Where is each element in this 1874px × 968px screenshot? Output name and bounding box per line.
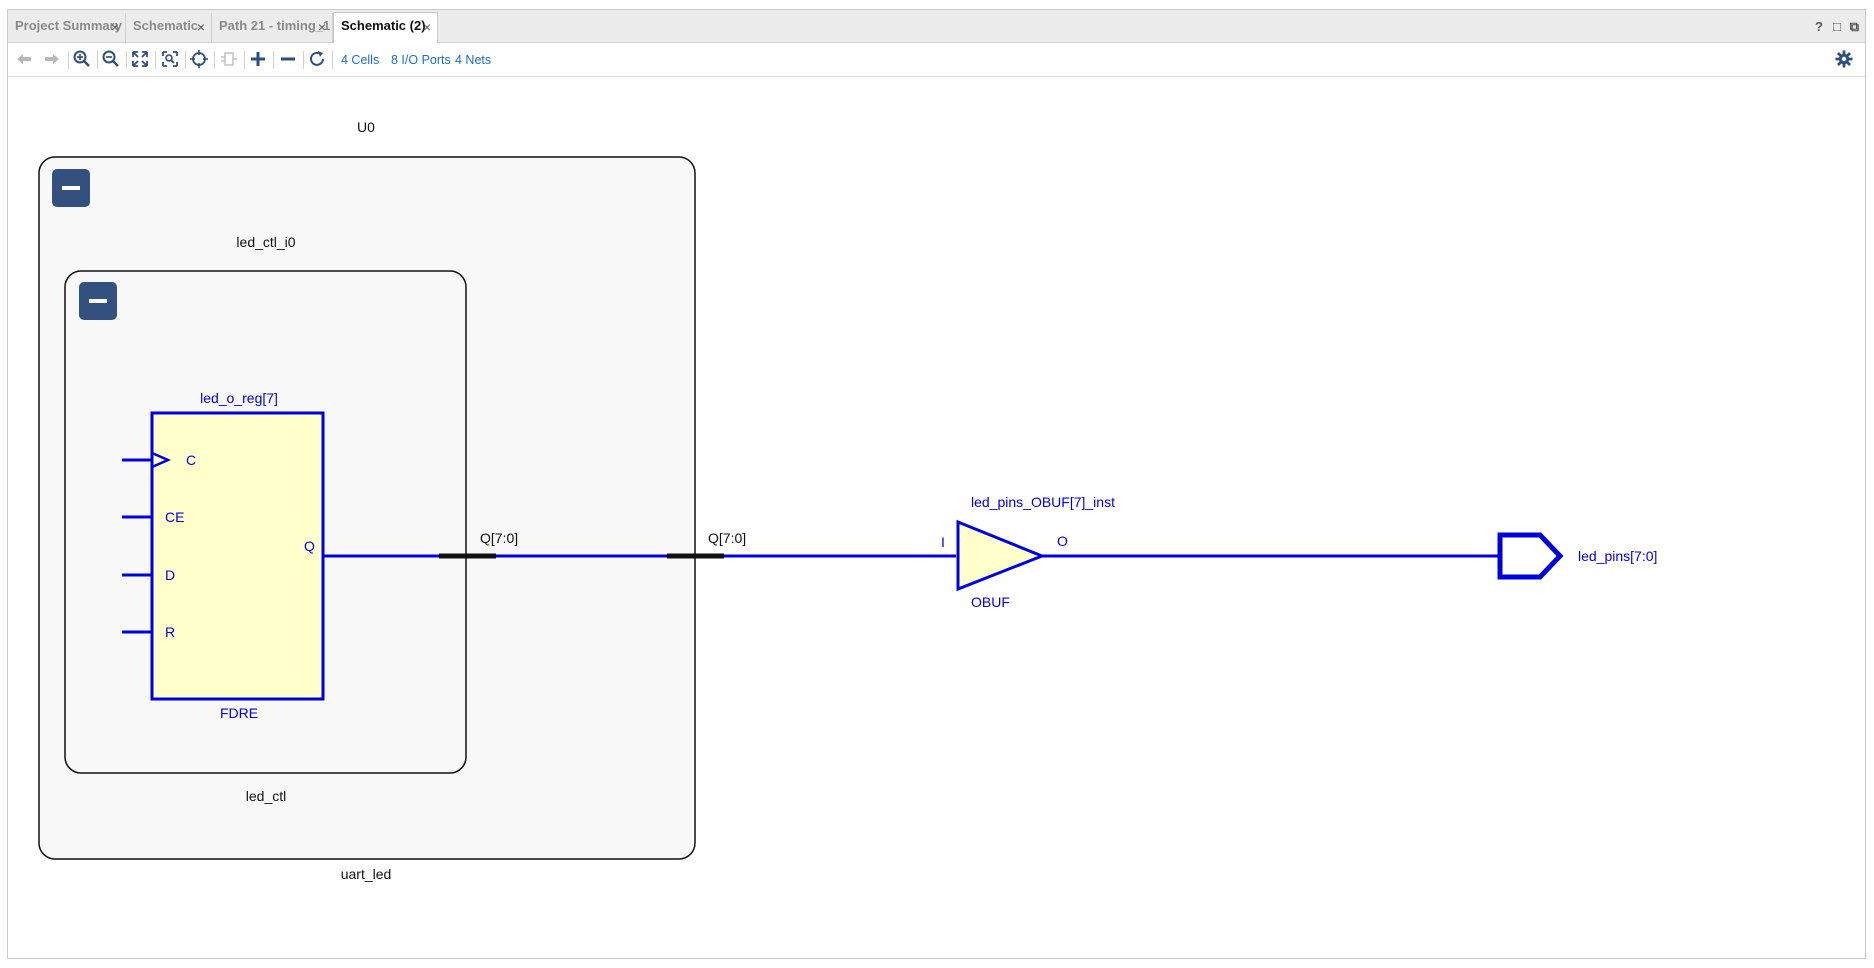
bus-label-outer: Q[7:0] — [708, 530, 746, 546]
expand-cell-icon[interactable] — [218, 48, 240, 70]
buffer-led-pins-obuf-7[interactable]: led_pins_OBUF[7]_inst I O OBUF — [941, 494, 1115, 610]
tab-path-21-timing[interactable]: Path 21 - timing_1 × — [212, 13, 333, 42]
port-arrow-icon — [1497, 532, 1564, 580]
buffer-triangle — [956, 519, 1047, 592]
pin-o-label: O — [1057, 533, 1068, 549]
tab-label: Project Summary — [15, 18, 122, 33]
close-icon[interactable]: × — [196, 19, 205, 35]
toolbar-divider — [303, 51, 304, 69]
forward-arrow-icon[interactable] — [41, 48, 63, 70]
tab-label: Path 21 - timing_1 — [219, 18, 331, 33]
cell-body — [150, 411, 325, 701]
toolbar-divider — [185, 51, 186, 69]
nets-link[interactable]: 4 Nets — [455, 53, 492, 67]
hier-instance-label: U0 — [357, 119, 375, 135]
toolbar-divider — [214, 51, 215, 69]
close-icon[interactable]: × — [422, 19, 431, 35]
toolbar: 4 Cells 8 I/O Ports 4 Nets — [8, 43, 1865, 77]
toolbar-divider — [155, 51, 156, 69]
tab-label: Schematic (2) — [341, 18, 426, 33]
pin-c-label: C — [186, 452, 196, 468]
collapse-button-outer[interactable] — [52, 169, 90, 207]
back-arrow-icon[interactable] — [13, 48, 35, 70]
toolbar-divider — [273, 51, 274, 69]
toolbar-divider — [244, 51, 245, 69]
output-port-led-pins[interactable]: led_pins[7:0] — [1497, 532, 1657, 580]
tab-schematic-2[interactable]: Schematic (2) × — [333, 12, 438, 43]
toolbar-divider — [126, 51, 127, 69]
pin-i-label: I — [941, 534, 945, 550]
auto-fit-selection-icon[interactable] — [188, 48, 210, 70]
zoom-out-icon[interactable] — [100, 48, 122, 70]
toolbar-divider — [68, 51, 69, 69]
tab-project-summary[interactable]: Project Summary × — [8, 13, 126, 42]
clock-marker-icon — [151, 451, 172, 469]
pin-d-label: D — [165, 567, 175, 583]
hier-module-label: uart_led — [341, 866, 392, 882]
register-led-o-reg-7[interactable]: led_o_reg[7] C CE D R Q FDRE — [122, 390, 325, 721]
schematic-window: Project Summary × Schematic × Path 21 - … — [7, 9, 1866, 959]
zoom-fit-icon[interactable] — [129, 48, 151, 70]
tab-schematic[interactable]: Schematic × — [126, 13, 212, 42]
hier-instance-label: led_ctl_i0 — [236, 234, 295, 250]
pin-r-label: R — [165, 624, 175, 640]
pin-q-label: Q — [304, 538, 315, 554]
refresh-icon[interactable] — [306, 48, 328, 70]
zoom-in-icon[interactable] — [71, 48, 93, 70]
cell-type-label: OBUF — [971, 594, 1010, 610]
toolbar-divider — [97, 51, 98, 69]
collapse-button-inner[interactable] — [79, 282, 117, 320]
cell-instance-label: led_o_reg[7] — [200, 390, 278, 406]
cell-type-label: FDRE — [220, 705, 258, 721]
bus-label-inner: Q[7:0] — [480, 530, 518, 546]
tab-label: Schematic — [133, 18, 199, 33]
help-icon[interactable]: ? — [1815, 19, 1823, 34]
zoom-area-icon[interactable] — [159, 48, 181, 70]
cells-link[interactable]: 4 Cells — [341, 53, 380, 67]
minus-icon[interactable] — [277, 48, 299, 70]
cell-instance-label: led_pins_OBUF[7]_inst — [971, 494, 1115, 510]
tab-bar: Project Summary × Schematic × Path 21 - … — [8, 10, 1865, 43]
close-icon[interactable]: × — [110, 19, 119, 35]
float-icon[interactable]: ⧉ — [1849, 19, 1859, 34]
restore-icon[interactable]: □ — [1833, 19, 1841, 34]
pin-ce-label: CE — [165, 509, 184, 525]
port-label: led_pins[7:0] — [1578, 548, 1657, 564]
gear-icon[interactable] — [1833, 48, 1855, 70]
toolbar-divider — [332, 51, 333, 69]
io-ports-link[interactable]: 8 I/O Ports — [391, 53, 451, 67]
close-icon[interactable]: × — [317, 19, 326, 35]
hier-module-label: led_ctl — [246, 788, 286, 804]
plus-icon[interactable] — [247, 48, 269, 70]
schematic-canvas[interactable]: U0 uart_led led_ctl_i0 led_ctl led_o_reg… — [8, 77, 1865, 958]
